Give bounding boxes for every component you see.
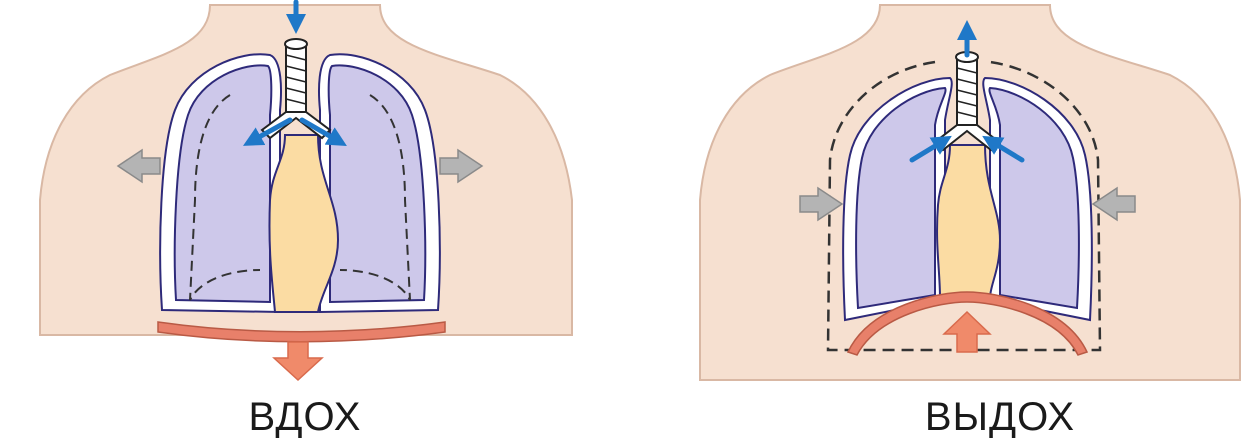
exhale-panel	[700, 5, 1240, 380]
inhale-panel	[40, 2, 572, 380]
diaphragm-arrow-icon	[274, 342, 322, 380]
exhale-caption: ВЫДОХ	[860, 392, 1140, 442]
inhale-caption: ВДОХ	[190, 392, 420, 442]
